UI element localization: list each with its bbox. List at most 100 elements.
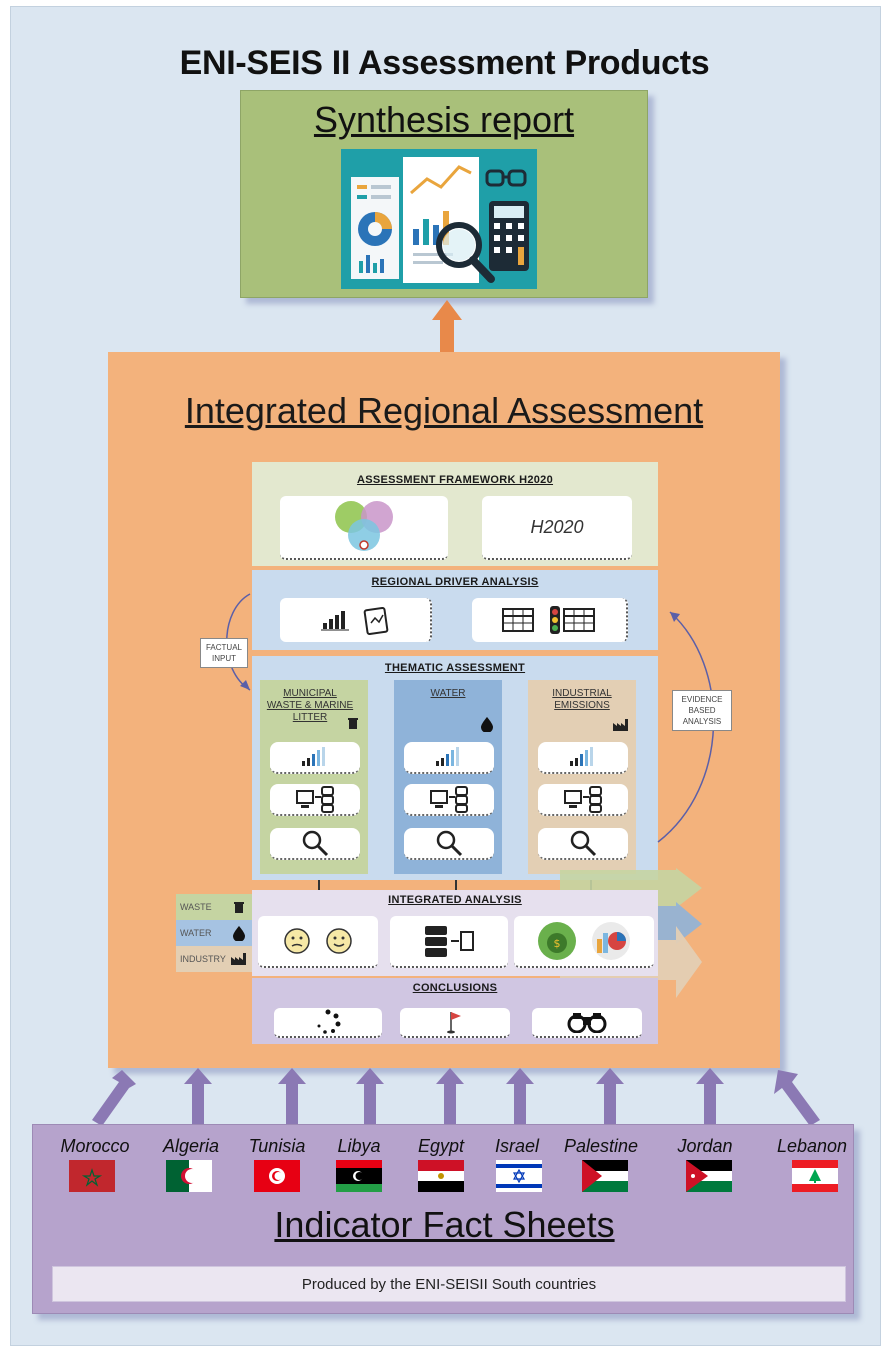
thematic-column-water: WATER (394, 680, 502, 874)
analysis-legend: WASTE WATER INDUSTRY (176, 894, 252, 974)
waste-data-tile (270, 784, 360, 816)
country-lebanon: Lebanon (776, 1136, 848, 1156)
integrated-analysis-title: INTEGRATED ANALYSIS (388, 894, 522, 906)
thematic-column-industry: INDUSTRIAL EMISSIONS (528, 680, 636, 874)
assessment-framework-band: ASSESSMENT FRAMEWORK H2020 H2020 (252, 462, 658, 566)
water-search-tile (404, 828, 494, 860)
evidence-analysis-label: EVIDENCE BASED ANALYSIS (672, 690, 732, 731)
connector (455, 880, 457, 890)
signal-bars-icon (570, 747, 593, 766)
venn-icon (335, 501, 393, 551)
legend-waste-label: WASTE (180, 902, 212, 912)
trash-icon (348, 718, 358, 729)
flag-palestine-icon (582, 1160, 628, 1192)
flag-israel-icon (496, 1160, 542, 1192)
spinner-dots-icon (317, 1009, 341, 1034)
flag-lebanon-icon (792, 1160, 838, 1192)
conclusions-band: CONCLUSIONS (252, 978, 658, 1044)
table-icon (502, 608, 534, 632)
country-palestine: Palestine (563, 1136, 639, 1156)
country-tunisia: Tunisia (248, 1136, 306, 1156)
trash-icon (234, 902, 244, 913)
computer-database-icon (430, 786, 468, 813)
conclusions-title: CONCLUSIONS (412, 982, 498, 994)
conclusion-dots-tile (274, 1008, 382, 1038)
factory-icon (613, 719, 628, 731)
h2020-tile: H2020 (482, 496, 632, 560)
flag-libya-icon (336, 1160, 382, 1192)
signal-bars-icon (436, 747, 459, 766)
factual-input-label: FACTUAL INPUT (200, 638, 248, 668)
magnifier-icon (302, 830, 329, 857)
driver-tile-left (280, 598, 432, 642)
pie-chart-icon (592, 922, 630, 960)
indicator-fact-sheets-title: Indicator Fact Sheets (274, 1204, 615, 1245)
country-morocco: Morocco (60, 1136, 130, 1156)
computer-database-icon (564, 786, 602, 813)
signal-bars-icon (302, 747, 325, 766)
country-algeria: Algeria (162, 1136, 220, 1156)
driver-tile-right (472, 598, 628, 642)
industry-data-tile (538, 784, 628, 816)
analysis-faces-tile (258, 916, 378, 968)
page-title: ENI-SEIS II Assessment Products (179, 44, 710, 82)
synthesis-report-box: Synthesis report (240, 90, 648, 298)
water-signal-tile (404, 742, 494, 774)
country-israel: Israel (494, 1136, 539, 1156)
flag-morocco-icon (69, 1160, 115, 1192)
server-stack-icon (425, 926, 474, 957)
country-arrows (92, 1068, 820, 1126)
report-illustration (341, 149, 537, 289)
flag-icon (447, 1012, 461, 1034)
driver-title: REGIONAL DRIVER ANALYSIS (371, 576, 539, 588)
framework-title: ASSESSMENT FRAMEWORK H2020 (356, 474, 554, 486)
produced-by-banner: Produced by the ENI-SEISII South countri… (52, 1266, 846, 1302)
thematic-title: THEMATIC ASSESSMENT (384, 662, 526, 674)
flag-algeria-icon (166, 1160, 212, 1192)
flag-tunisia-icon (254, 1160, 300, 1192)
analysis-finance-tile: $ (514, 916, 654, 968)
legend-waste: WASTE (176, 894, 252, 920)
water-data-tile (404, 784, 494, 816)
connector (318, 880, 320, 890)
industry-search-tile (538, 828, 628, 860)
country-egypt: Egypt (417, 1136, 465, 1156)
traffic-light-table-icon (550, 606, 595, 634)
waste-signal-tile (270, 742, 360, 774)
legend-water-label: WATER (180, 928, 212, 938)
column-label-water: WATER (430, 688, 466, 699)
legend-water: WATER (176, 920, 252, 946)
computer-database-icon (296, 786, 334, 813)
legend-industry: INDUSTRY (176, 946, 252, 972)
regional-driver-band: REGIONAL DRIVER ANALYSIS (252, 570, 658, 650)
conclusion-binoculars-tile (532, 1008, 642, 1038)
analysis-server-tile (390, 916, 508, 968)
arrow-to-synthesis (432, 300, 462, 354)
flag-jordan-icon (686, 1160, 732, 1192)
framework-diagram-tile (280, 496, 448, 560)
money-bag-icon: $ (538, 922, 576, 960)
synthesis-title: Synthesis report (313, 99, 575, 140)
integrated-analysis-band: INTEGRATED ANALYSIS $ (252, 890, 658, 976)
svg-text:$: $ (554, 937, 561, 950)
thematic-column-waste: MUNICIPAL WASTE & MARINE LITTER (260, 680, 368, 874)
waste-search-tile (270, 828, 360, 860)
conclusion-flag-tile (400, 1008, 510, 1038)
magnifier-icon (570, 830, 597, 857)
neutral-face-icon (284, 928, 310, 954)
clipboard-icon (363, 606, 389, 635)
column-label-industry: INDUSTRIAL EMISSIONS (552, 688, 612, 711)
legend-industry-label: INDUSTRY (180, 954, 226, 964)
bar-chart-icon (321, 611, 349, 631)
integrated-title: Integrated Regional Assessment (184, 390, 704, 431)
flag-egypt-icon (418, 1160, 464, 1192)
water-drop-icon (233, 926, 245, 941)
factory-icon (231, 953, 246, 965)
country-libya: Libya (337, 1136, 381, 1156)
magnifier-icon (436, 830, 463, 857)
water-drop-icon (481, 717, 493, 732)
country-jordan: Jordan (677, 1136, 733, 1156)
report-analytics-icon (351, 157, 529, 283)
smiley-face-icon (326, 928, 352, 954)
h2020-label: H2020 (530, 516, 584, 537)
